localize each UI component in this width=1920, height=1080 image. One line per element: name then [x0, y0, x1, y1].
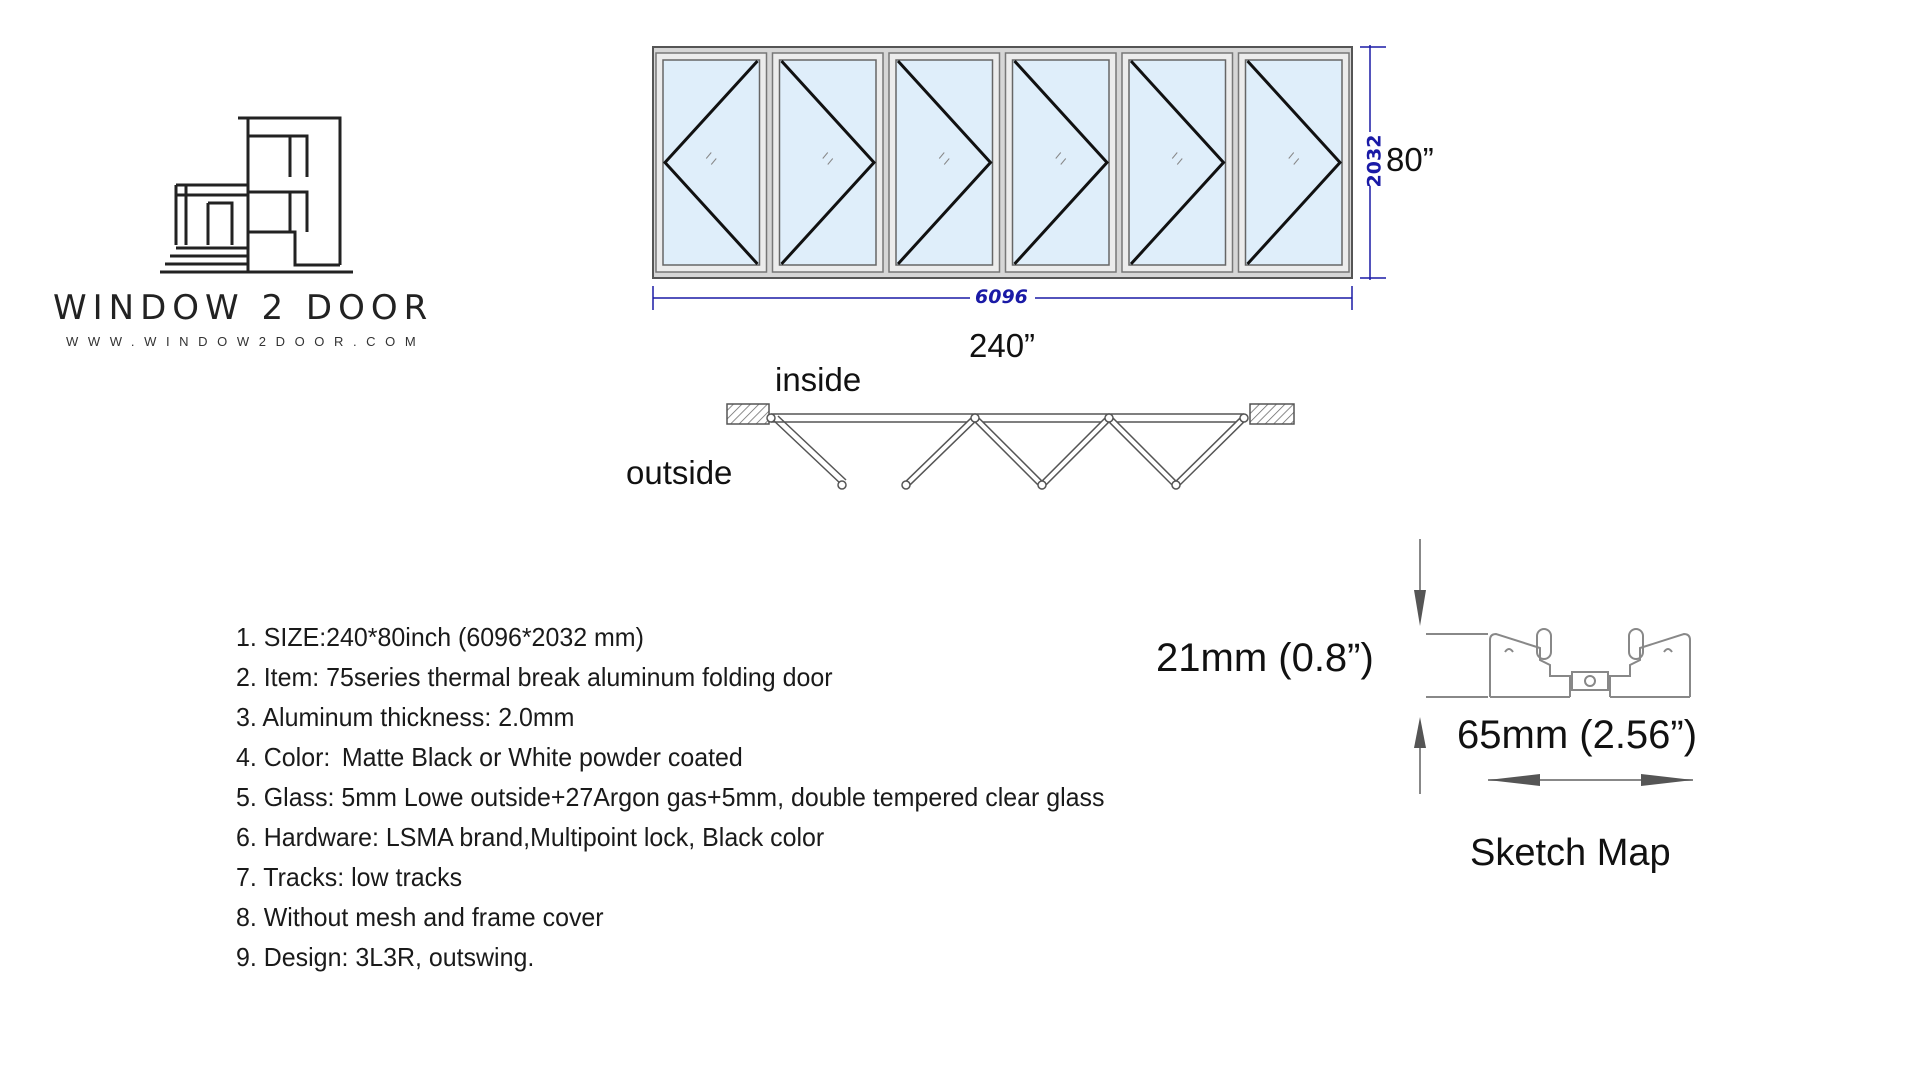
arrow-right-icon	[1641, 774, 1693, 786]
spec-item: 9. Design: 3L3R, outswing.	[236, 942, 534, 973]
spec-label: 1. SIZE:240*80inch (6096*2032 mm)	[236, 622, 644, 652]
spec-item: 3. Aluminum thickness: 2.0mm	[236, 702, 574, 733]
spec-item: 5. Glass: 5mm Lowe outside+27Argon gas+5…	[236, 782, 1105, 813]
door-panel	[1004, 52, 1117, 273]
folding-plan-view	[726, 403, 1295, 490]
left-wall	[726, 403, 770, 425]
logo-url: WWW.WINDOW2DOOR.COM	[66, 334, 426, 349]
door-elevation	[652, 46, 1353, 279]
profile-sketch	[1414, 539, 1693, 794]
logo-house-icon	[160, 116, 353, 274]
logo-brand-name: WINDOW 2 DOOR	[53, 288, 434, 328]
right-wall	[1249, 403, 1295, 425]
door-panel	[1237, 52, 1350, 273]
door-panel	[655, 52, 768, 273]
height-inch-label: 80”	[1386, 141, 1434, 178]
arrow-up-icon	[1414, 717, 1426, 748]
spec-item: 1. SIZE:240*80inch (6096*2032 mm)	[236, 622, 644, 653]
spec-label: 3. Aluminum thickness: 2.0mm	[236, 702, 575, 732]
spec-value: Matte Black or White powder coated	[341, 742, 743, 772]
profile-height-label: 21mm (0.8”)	[1156, 636, 1374, 680]
width-mm-label: 6096	[975, 286, 1028, 308]
spec-item: 2. Item: 75series thermal break aluminum…	[236, 662, 833, 693]
spec-label: 9. Design: 3L3R, outswing.	[236, 942, 535, 972]
door-panel	[888, 52, 1001, 273]
spec-label: 5. Glass: 5mm Lowe outside+27Argon gas+5…	[236, 782, 1105, 812]
width-inch-label: 240”	[969, 327, 1036, 364]
door-panel	[771, 52, 884, 273]
spec-item: 4. Color: Matte Black or White powder coa…	[236, 742, 743, 773]
spec-label: 7. Tracks: low tracks	[236, 862, 463, 892]
spec-label: 2. Item: 75series thermal break aluminum…	[236, 662, 833, 692]
spec-item: 6. Hardware: LSMA brand,Multipoint lock,…	[236, 822, 824, 853]
sketch-map-caption: Sketch Map	[1470, 832, 1671, 874]
arrow-left-icon	[1488, 774, 1540, 786]
inside-label: inside	[775, 361, 862, 398]
dimension-lines	[652, 45, 1386, 310]
spec-item: 7. Tracks: low tracks	[236, 862, 462, 893]
outside-label: outside	[626, 454, 733, 491]
profile-width-label: 65mm (2.56”)	[1457, 713, 1698, 757]
arrow-down-icon	[1414, 590, 1426, 626]
spec-label: 6. Hardware: LSMA brand,Multipoint lock,…	[236, 822, 825, 852]
spec-item: 8. Without mesh and frame cover	[236, 902, 604, 933]
door-panel	[1121, 52, 1234, 273]
spec-label: 8. Without mesh and frame cover	[236, 902, 604, 932]
height-mm-label: 2032	[1363, 134, 1386, 188]
spec-label: 4. Color:	[236, 742, 331, 772]
